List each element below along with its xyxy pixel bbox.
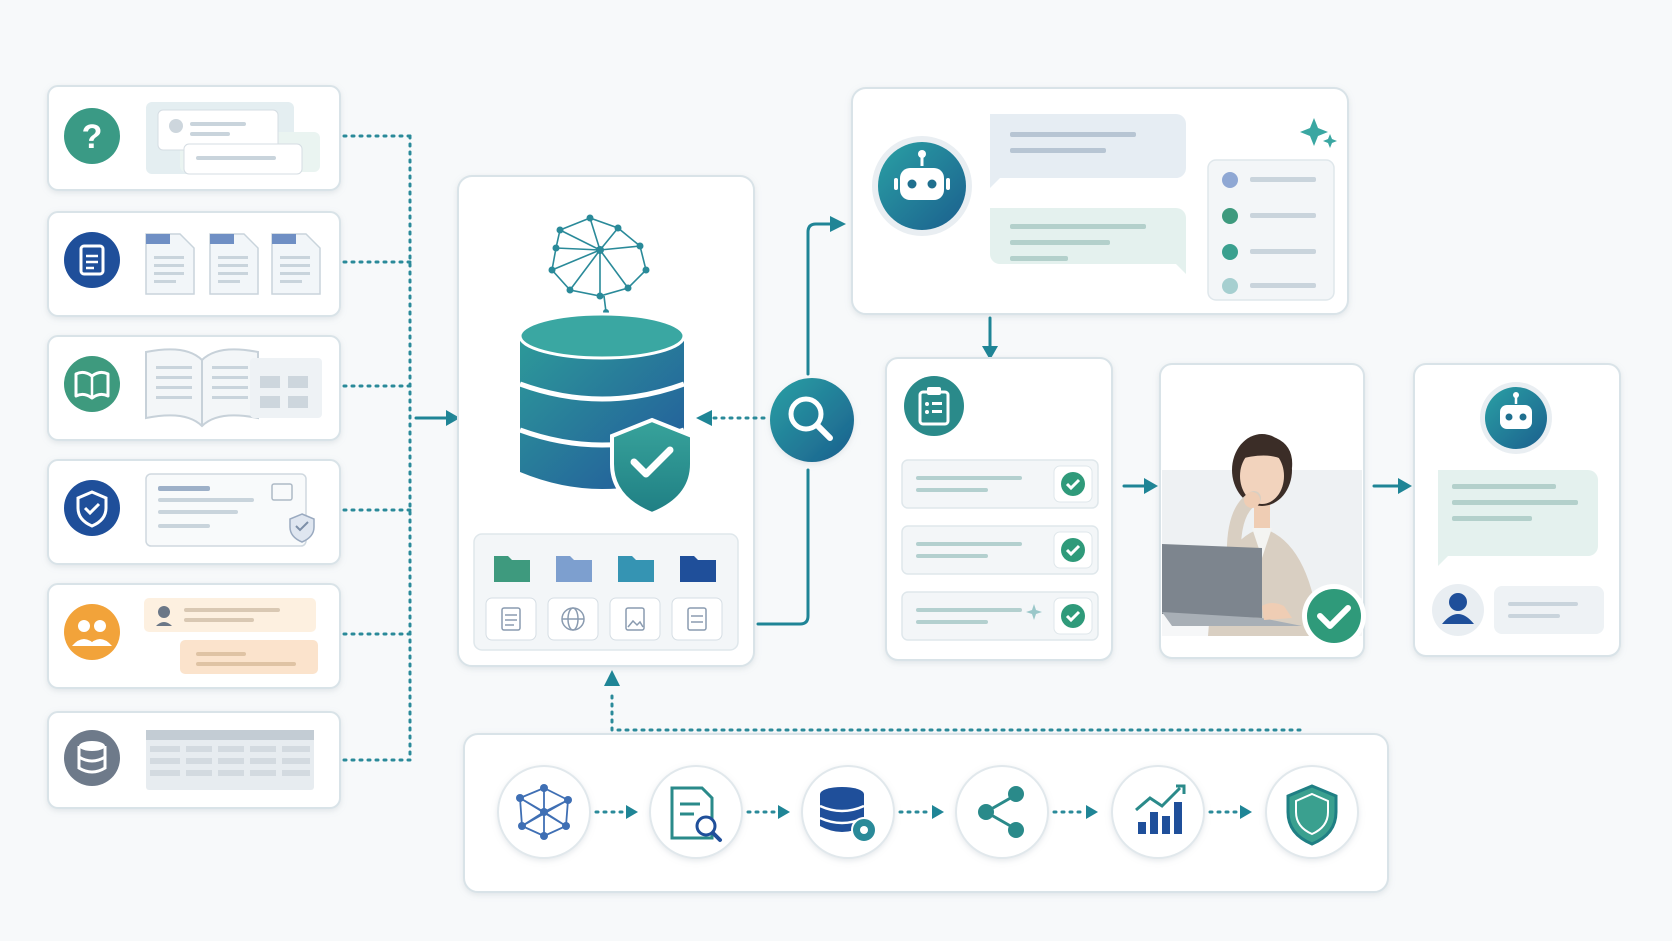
ai-assistant-panel xyxy=(851,87,1349,315)
database-icon xyxy=(64,730,120,786)
user-icon xyxy=(1432,584,1484,636)
check-icon xyxy=(1053,465,1093,503)
network-icon xyxy=(497,765,591,859)
source-connectors xyxy=(342,134,460,762)
option-list xyxy=(1207,159,1335,301)
source-card-community xyxy=(47,583,341,689)
checklist-item xyxy=(901,525,1099,575)
search-icon xyxy=(770,378,854,462)
check-icon xyxy=(1302,584,1366,648)
source-card-documents xyxy=(47,211,341,317)
retrieval-connectors xyxy=(696,216,846,626)
data-table xyxy=(146,730,314,790)
chart-growth-icon xyxy=(1111,765,1205,859)
chat-bubble-bot xyxy=(990,114,1186,188)
book-icon xyxy=(64,356,120,412)
document-search-icon xyxy=(649,765,743,859)
folder-icon xyxy=(680,556,716,582)
chat-bubbles xyxy=(146,102,320,175)
users-icon xyxy=(64,604,120,660)
user-message xyxy=(1494,586,1604,634)
folder-icon xyxy=(494,556,530,582)
source-card-policies xyxy=(47,459,341,565)
chat-bubble-response xyxy=(990,208,1186,274)
file-text-icon xyxy=(485,597,537,641)
brain-network-icon xyxy=(548,214,650,315)
feedback-connector xyxy=(604,670,1302,732)
source-card-database xyxy=(47,711,341,809)
robot-icon xyxy=(872,136,972,236)
source-card-faq: ? xyxy=(47,85,341,191)
chat-messages xyxy=(144,598,318,674)
sparkle-icon xyxy=(1026,604,1042,620)
clipboard-icon xyxy=(904,376,964,436)
policy-document xyxy=(145,473,315,547)
shield-check-icon xyxy=(610,417,694,517)
source-card-manuals xyxy=(47,335,341,441)
image-file-icon xyxy=(609,597,661,641)
globe-icon xyxy=(547,597,599,641)
sparkle-icon xyxy=(1300,118,1337,148)
checklist-panel xyxy=(885,357,1113,661)
folder-icon xyxy=(618,556,654,582)
document-icon xyxy=(64,232,120,288)
svg-text:?: ? xyxy=(82,118,103,156)
check-icon xyxy=(1053,597,1093,635)
shield-icon xyxy=(1265,765,1359,859)
pipeline-panel xyxy=(463,733,1389,893)
question-icon: ? xyxy=(64,108,120,164)
checklist-item xyxy=(901,459,1099,509)
folder-icon xyxy=(556,556,592,582)
share-icon xyxy=(955,765,1049,859)
file-repository xyxy=(473,533,739,651)
response-bubble xyxy=(1438,470,1598,566)
human-review-panel xyxy=(1159,363,1366,659)
file-stack xyxy=(145,233,321,295)
final-response-panel xyxy=(1413,363,1621,657)
check-icon xyxy=(1053,531,1093,569)
open-book-illustration xyxy=(145,348,322,428)
checklist-item xyxy=(901,591,1099,641)
robot-icon xyxy=(1480,382,1552,454)
document-icon xyxy=(671,597,723,641)
shield-icon xyxy=(64,480,120,536)
database-gear-icon xyxy=(801,765,895,859)
knowledge-base-panel xyxy=(457,175,755,667)
